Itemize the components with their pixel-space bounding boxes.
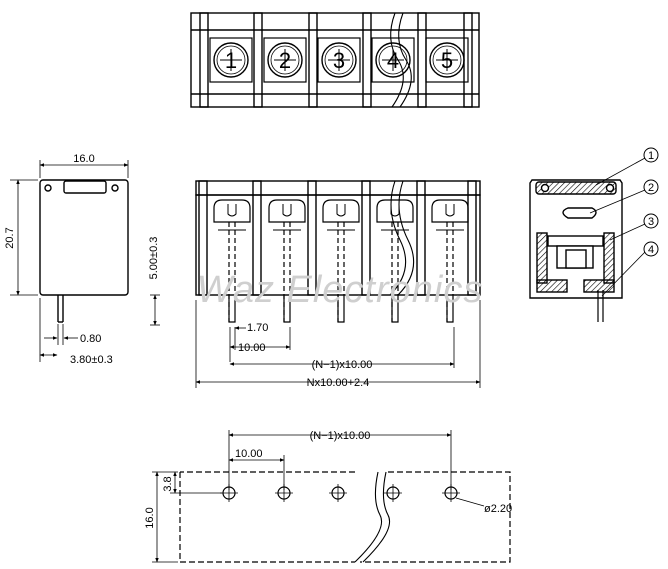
footprint-hole [329, 484, 347, 502]
front-pitch-label: 10.00 [238, 342, 266, 354]
front-view-dimensions [150, 294, 481, 388]
footprint-outline-left [179, 471, 355, 563]
footprint-hole [384, 484, 402, 502]
section-callout: 2 [643, 179, 659, 195]
front-view [195, 180, 481, 296]
footprint-span-label: (N−1)x10.00 [310, 430, 371, 442]
footprint-dimensions [152, 430, 485, 563]
side-view-body [39, 179, 129, 296]
front-terminal [376, 199, 414, 323]
front-terminal [431, 199, 469, 323]
side-pin-offset-label: 3.80±0.3 [70, 354, 113, 366]
watermark: Waz Electronics [197, 269, 484, 311]
side-view-dimensions [10, 160, 129, 362]
section-callout: 3 [643, 213, 659, 229]
terminal-number: 1 [225, 48, 237, 73]
front-terminal [322, 199, 360, 323]
terminal-number: 4 [387, 48, 399, 73]
footprint-pitch-label: 10.00 [235, 448, 263, 460]
front-span-label: (N−1)x10.00 [312, 359, 373, 371]
side-pin-width-label: 0.80 [80, 333, 101, 345]
terminal-number: 3 [333, 48, 345, 73]
section-view [529, 179, 623, 322]
side-width-label: 16.0 [73, 153, 94, 165]
front-view-terminals [213, 199, 469, 323]
section-callout-leaders [589, 157, 646, 297]
footprint-view [179, 471, 511, 563]
terminal-screw: 1 [209, 37, 253, 83]
footprint-depth-label: 16.0 [144, 507, 156, 528]
footprint-hole-diameter-label: ø2.20 [484, 503, 512, 515]
terminal-screw: 3 [317, 37, 361, 83]
callout-number: 1 [648, 150, 654, 162]
side-view [39, 179, 129, 323]
callout-number: 4 [648, 244, 654, 256]
section-callout: 1 [643, 147, 659, 163]
terminal-screw: 2 [263, 37, 307, 83]
footprint-holes [220, 484, 460, 502]
section-callout: 4 [643, 241, 659, 257]
front-pin-length-label: 5.00±0.3 [148, 237, 160, 280]
terminal-number: 5 [441, 48, 453, 73]
front-pin-width-label: 1.70 [247, 322, 268, 334]
terminal-number: 2 [279, 48, 291, 73]
callout-number: 3 [648, 216, 654, 228]
front-terminal [213, 199, 251, 323]
terminal-screw: 4 [371, 37, 415, 83]
top-view-body [190, 12, 480, 108]
callout-number: 2 [648, 182, 654, 194]
footprint-outline-right [360, 471, 511, 563]
footprint-hole-offset-label: 3.8 [162, 476, 174, 491]
front-view-top-rail [195, 180, 481, 196]
terminal-screw: 5 [425, 37, 469, 83]
side-height-label: 20.7 [4, 227, 16, 248]
front-terminal [268, 199, 306, 323]
section-callouts: 1 2 3 4 [643, 147, 659, 257]
top-view-screws: 1 2 3 4 5 [209, 37, 469, 83]
section-outline [529, 179, 623, 299]
front-total-label: Nx10.00+2.4 [307, 377, 370, 389]
